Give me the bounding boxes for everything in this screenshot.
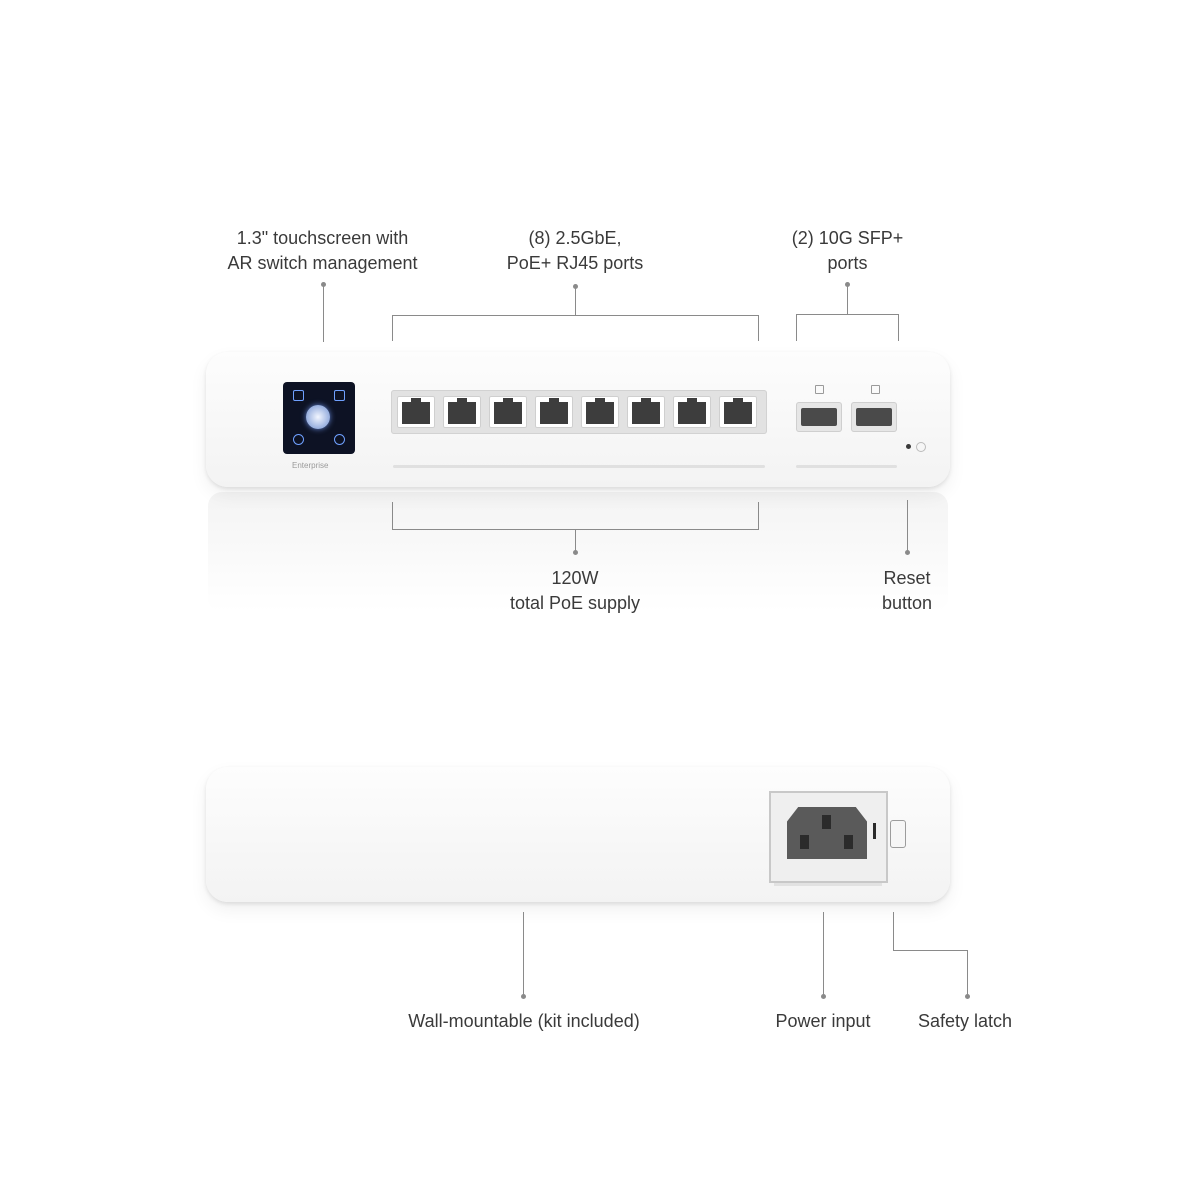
rear-switch-body	[206, 767, 950, 902]
poe-bracket-bottom	[392, 529, 759, 530]
poe-callout-line-1: 120W	[551, 568, 599, 588]
sfp-leader-dot	[845, 282, 850, 287]
rj45-jack-icon	[402, 398, 430, 424]
rj45-port[interactable]	[581, 396, 619, 428]
power-socket-icon	[787, 807, 867, 859]
touchscreen-callout: 1.3" touchscreen with AR switch manageme…	[200, 226, 445, 276]
power-pin-icon	[800, 835, 809, 849]
sfp-port[interactable]	[851, 402, 897, 432]
poe-supply-callout: 120W total PoE supply	[480, 566, 670, 616]
sfp-led-bar	[796, 465, 897, 468]
reset-leader-dot	[905, 550, 910, 555]
safety-latch-callout: Safety latch	[917, 1011, 1013, 1031]
touchscreen-callout-line-2: AR switch management	[227, 253, 418, 273]
sfp-1-led-icon	[815, 385, 824, 394]
sfp-port[interactable]	[796, 402, 842, 432]
sfp-bracket-top	[796, 314, 899, 315]
poe-bracket-left	[392, 502, 393, 530]
rj45-ports-callout: (8) 2.5GbE, PoE+ RJ45 ports	[460, 226, 690, 276]
touchscreen-leader-dot	[321, 282, 326, 287]
latch-slot-icon	[873, 823, 876, 839]
reset-icon	[916, 442, 926, 452]
rj45-bracket-left	[392, 315, 393, 341]
screen-icon-bottom-left	[293, 434, 304, 445]
power-input-leader-dot	[821, 994, 826, 999]
power-rating-text-icon	[774, 883, 882, 886]
rj45-callout-line-1: (8) 2.5GbE,	[528, 228, 622, 248]
screen-icon-top-left	[293, 390, 304, 401]
rj45-jack-icon	[448, 398, 476, 424]
sfp-callout-line-2: ports	[827, 253, 868, 273]
wall-mount-leader-dot	[521, 994, 526, 999]
safety-latch-leader-v2	[967, 950, 968, 995]
power-input-callout: Power input	[775, 1011, 871, 1031]
safety-latch-leader-dot	[965, 994, 970, 999]
rj45-jack-icon	[586, 398, 614, 424]
reset-button-callout: Reset button	[857, 566, 957, 616]
safety-latch-leader-h	[893, 950, 968, 951]
rj45-port[interactable]	[443, 396, 481, 428]
rj45-port[interactable]	[719, 396, 757, 428]
rj45-callout-line-2: PoE+ RJ45 ports	[506, 253, 644, 273]
power-input-frame	[769, 791, 888, 883]
safety-latch-leader-v1	[893, 912, 894, 950]
rj45-port[interactable]	[535, 396, 573, 428]
screen-center-button-icon	[306, 405, 330, 429]
sfp-ports-callout: (2) 10G SFP+ ports	[760, 226, 935, 276]
rj45-jack-icon	[494, 398, 522, 424]
safety-latch[interactable]	[890, 820, 906, 848]
power-input-leader	[823, 912, 824, 995]
sfp-cage-icon	[856, 408, 892, 426]
rj45-leader-dot	[573, 284, 578, 289]
rj45-port[interactable]	[489, 396, 527, 428]
front-device-reflection	[208, 492, 948, 612]
screen-icon-top-right	[334, 390, 345, 401]
rj45-leader	[575, 287, 576, 316]
sfp-bracket-left	[796, 314, 797, 341]
rj45-led-bar	[393, 465, 765, 468]
rj45-port[interactable]	[673, 396, 711, 428]
rj45-bracket-top	[392, 315, 759, 316]
wall-mount-leader	[523, 912, 524, 995]
reset-callout-line-1: Reset	[883, 568, 931, 588]
wall-mount-callout: Wall-mountable (kit included)	[408, 1011, 640, 1031]
rj45-port-bank	[391, 390, 767, 434]
poe-bracket-right	[758, 502, 759, 530]
rj45-port[interactable]	[627, 396, 665, 428]
rj45-jack-icon	[724, 398, 752, 424]
reset-button[interactable]	[906, 444, 911, 449]
power-pin-icon	[844, 835, 853, 849]
poe-callout-line-2: total PoE supply	[509, 593, 641, 613]
poe-leader-dot	[573, 550, 578, 555]
rj45-jack-icon	[678, 398, 706, 424]
sfp-bracket-right	[898, 314, 899, 341]
rj45-jack-icon	[540, 398, 568, 424]
touchscreen[interactable]	[283, 382, 355, 454]
rj45-bracket-right	[758, 315, 759, 341]
sfp-callout-line-1: (2) 10G SFP+	[791, 228, 904, 248]
sfp-2-led-icon	[871, 385, 880, 394]
power-pin-icon	[822, 815, 831, 829]
brand-label: Enterprise	[292, 461, 329, 470]
touchscreen-callout-line-1: 1.3" touchscreen with	[236, 228, 409, 248]
reset-callout-line-2: button	[881, 593, 933, 613]
screen-icon-bottom-right	[334, 434, 345, 445]
rj45-jack-icon	[632, 398, 660, 424]
reset-leader	[907, 500, 908, 552]
poe-leader	[575, 530, 576, 552]
touchscreen-leader	[323, 285, 324, 342]
front-switch-body: Enterprise	[206, 352, 950, 487]
sfp-cage-icon	[801, 408, 837, 426]
rj45-port[interactable]	[397, 396, 435, 428]
sfp-leader	[847, 285, 848, 315]
